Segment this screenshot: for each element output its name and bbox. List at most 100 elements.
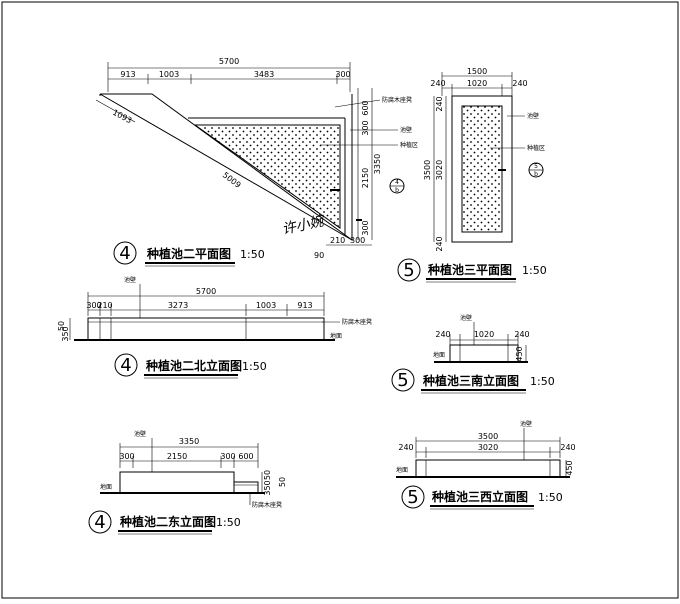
dim-seg: 90: [314, 251, 324, 260]
plan-3: 1500 240 1020 240 240 3020 240 3500 池壁 种…: [397, 67, 547, 283]
dim-overall: 3350: [373, 154, 382, 174]
label-wall: 池壁: [400, 126, 412, 134]
label-ground: 地面: [396, 466, 408, 474]
watermark: 许小婉: [281, 213, 327, 238]
dim-seg: 210: [330, 236, 345, 245]
dim-seg: 50: [278, 477, 287, 487]
dim-seg: 3020: [478, 443, 498, 452]
drawing-tag: [401, 485, 425, 509]
elevation-body: [87, 317, 325, 341]
label-planting: 种植区: [400, 141, 418, 149]
plan-2: 5700 913 1003 3483 300 1093 5009 600 300…: [95, 57, 418, 267]
dim-overall: 3500: [423, 160, 432, 180]
dim-seg: 240: [430, 79, 445, 88]
dim-seg: 450: [565, 460, 574, 475]
dim-seg: 50: [263, 470, 272, 480]
dim-overall: 5700: [219, 57, 239, 66]
planting-area: [193, 124, 341, 229]
drawing-scale: 1:50: [216, 516, 241, 529]
section-sheet: b: [534, 171, 538, 178]
dim-diag: 1093: [111, 108, 133, 126]
north-elevation-2: 5700 300 210 3273 1003 913 50 350 池壁 防腐木…: [57, 276, 372, 379]
dim-seg: 50: [57, 321, 66, 331]
drawing-tag-number: 4: [119, 243, 130, 264]
drawing-scale: 1:50: [538, 491, 563, 504]
label-wall: 池壁: [124, 276, 136, 284]
dim-seg: 350: [61, 326, 70, 341]
dim-seg: 600: [361, 100, 370, 115]
drawing-tag-number: 5: [407, 487, 418, 508]
section-number: 4: [395, 179, 399, 186]
dim-overall: 3500: [478, 432, 498, 441]
south-elevation-3: 240 1020 240 450 池壁 地面 5 种植池三南立面图 1:50: [391, 314, 555, 394]
drawing-tag: [391, 368, 415, 392]
drawing-title: 种植池三南立面图: [422, 373, 519, 388]
dim-seg: 1020: [467, 79, 487, 88]
dim-seg: 2150: [361, 168, 370, 188]
drawing-scale: 1:50: [240, 248, 265, 261]
bench-block: [233, 481, 259, 494]
dim-seg: 210: [97, 301, 112, 310]
drawing-title: 种植池二平面图: [146, 246, 231, 261]
dim-diag: 5009: [221, 170, 243, 189]
label-coping: 防腐木座凳: [342, 318, 372, 326]
drawing-tag: [113, 241, 137, 265]
label-coping: 防腐木座凳: [252, 501, 282, 509]
drawing-tag: [397, 258, 421, 282]
label-coping: 防腐木座凳: [382, 96, 412, 104]
section-sheet: b: [395, 187, 399, 194]
dim-overall: 1500: [467, 67, 487, 76]
dim-overall: 3350: [179, 437, 199, 446]
drawing-title: 种植池二北立面图: [145, 358, 242, 373]
dim-seg: 240: [435, 330, 450, 339]
section-number: 5: [534, 163, 538, 170]
dim-seg: 240: [398, 443, 413, 452]
dim-seg: 240: [435, 236, 444, 251]
dim-seg: 913: [120, 70, 135, 79]
label-ground: 地面: [100, 483, 112, 491]
label-wall: 池壁: [520, 420, 532, 428]
drawing-tag: [114, 353, 138, 377]
dim-seg: 300: [86, 301, 101, 310]
dim-seg: 300: [350, 236, 365, 245]
dim-seg: 350: [263, 480, 272, 495]
dim-seg: 1020: [474, 330, 494, 339]
dim-seg: 240: [514, 330, 529, 339]
elevation-body: [415, 459, 561, 478]
dim-seg: 240: [435, 96, 444, 111]
dim-overall: 5700: [196, 287, 216, 296]
drawing-tag-number: 5: [403, 260, 414, 281]
dim-seg: 300: [361, 220, 370, 235]
dim-seg: 300: [361, 120, 370, 135]
drawing-scale: 1:50: [522, 264, 547, 277]
dim-seg: 240: [560, 443, 575, 452]
label-ground: 地面: [433, 351, 445, 359]
dim-seg: 300: [119, 452, 134, 461]
dim-seg: 450: [515, 346, 524, 361]
dim-seg: 600: [238, 452, 253, 461]
drawing-title: 种植池三平面图: [427, 262, 512, 277]
dim-seg: 2150: [167, 452, 187, 461]
west-elevation-3: 3500 240 3020 240 450 池壁 地面 5 种植池三西立面图 1…: [396, 420, 576, 510]
label-wall: 池壁: [527, 112, 539, 120]
dim-seg: 240: [512, 79, 527, 88]
elevation-body: [119, 471, 235, 494]
label-wall: 池壁: [134, 430, 146, 438]
dim-seg: 3273: [168, 301, 188, 310]
label-ground: 地面: [330, 332, 342, 340]
planting-area: [461, 105, 503, 233]
dim-seg: 1003: [159, 70, 179, 79]
drawing-tag-number: 4: [94, 512, 105, 533]
dim-seg: 1003: [256, 301, 276, 310]
pool-outer: [451, 95, 513, 243]
dim-seg: 300: [220, 452, 235, 461]
dim-seg: 3020: [435, 160, 444, 180]
dim-seg: 300: [335, 70, 350, 79]
drawing-scale: 1:50: [530, 375, 555, 388]
east-elevation-2: 3350 300 2150 300 600 350 50 50 池壁 防腐木座凳…: [88, 430, 287, 535]
label-wall: 池壁: [460, 314, 472, 322]
drawing-tag-number: 4: [120, 355, 131, 376]
